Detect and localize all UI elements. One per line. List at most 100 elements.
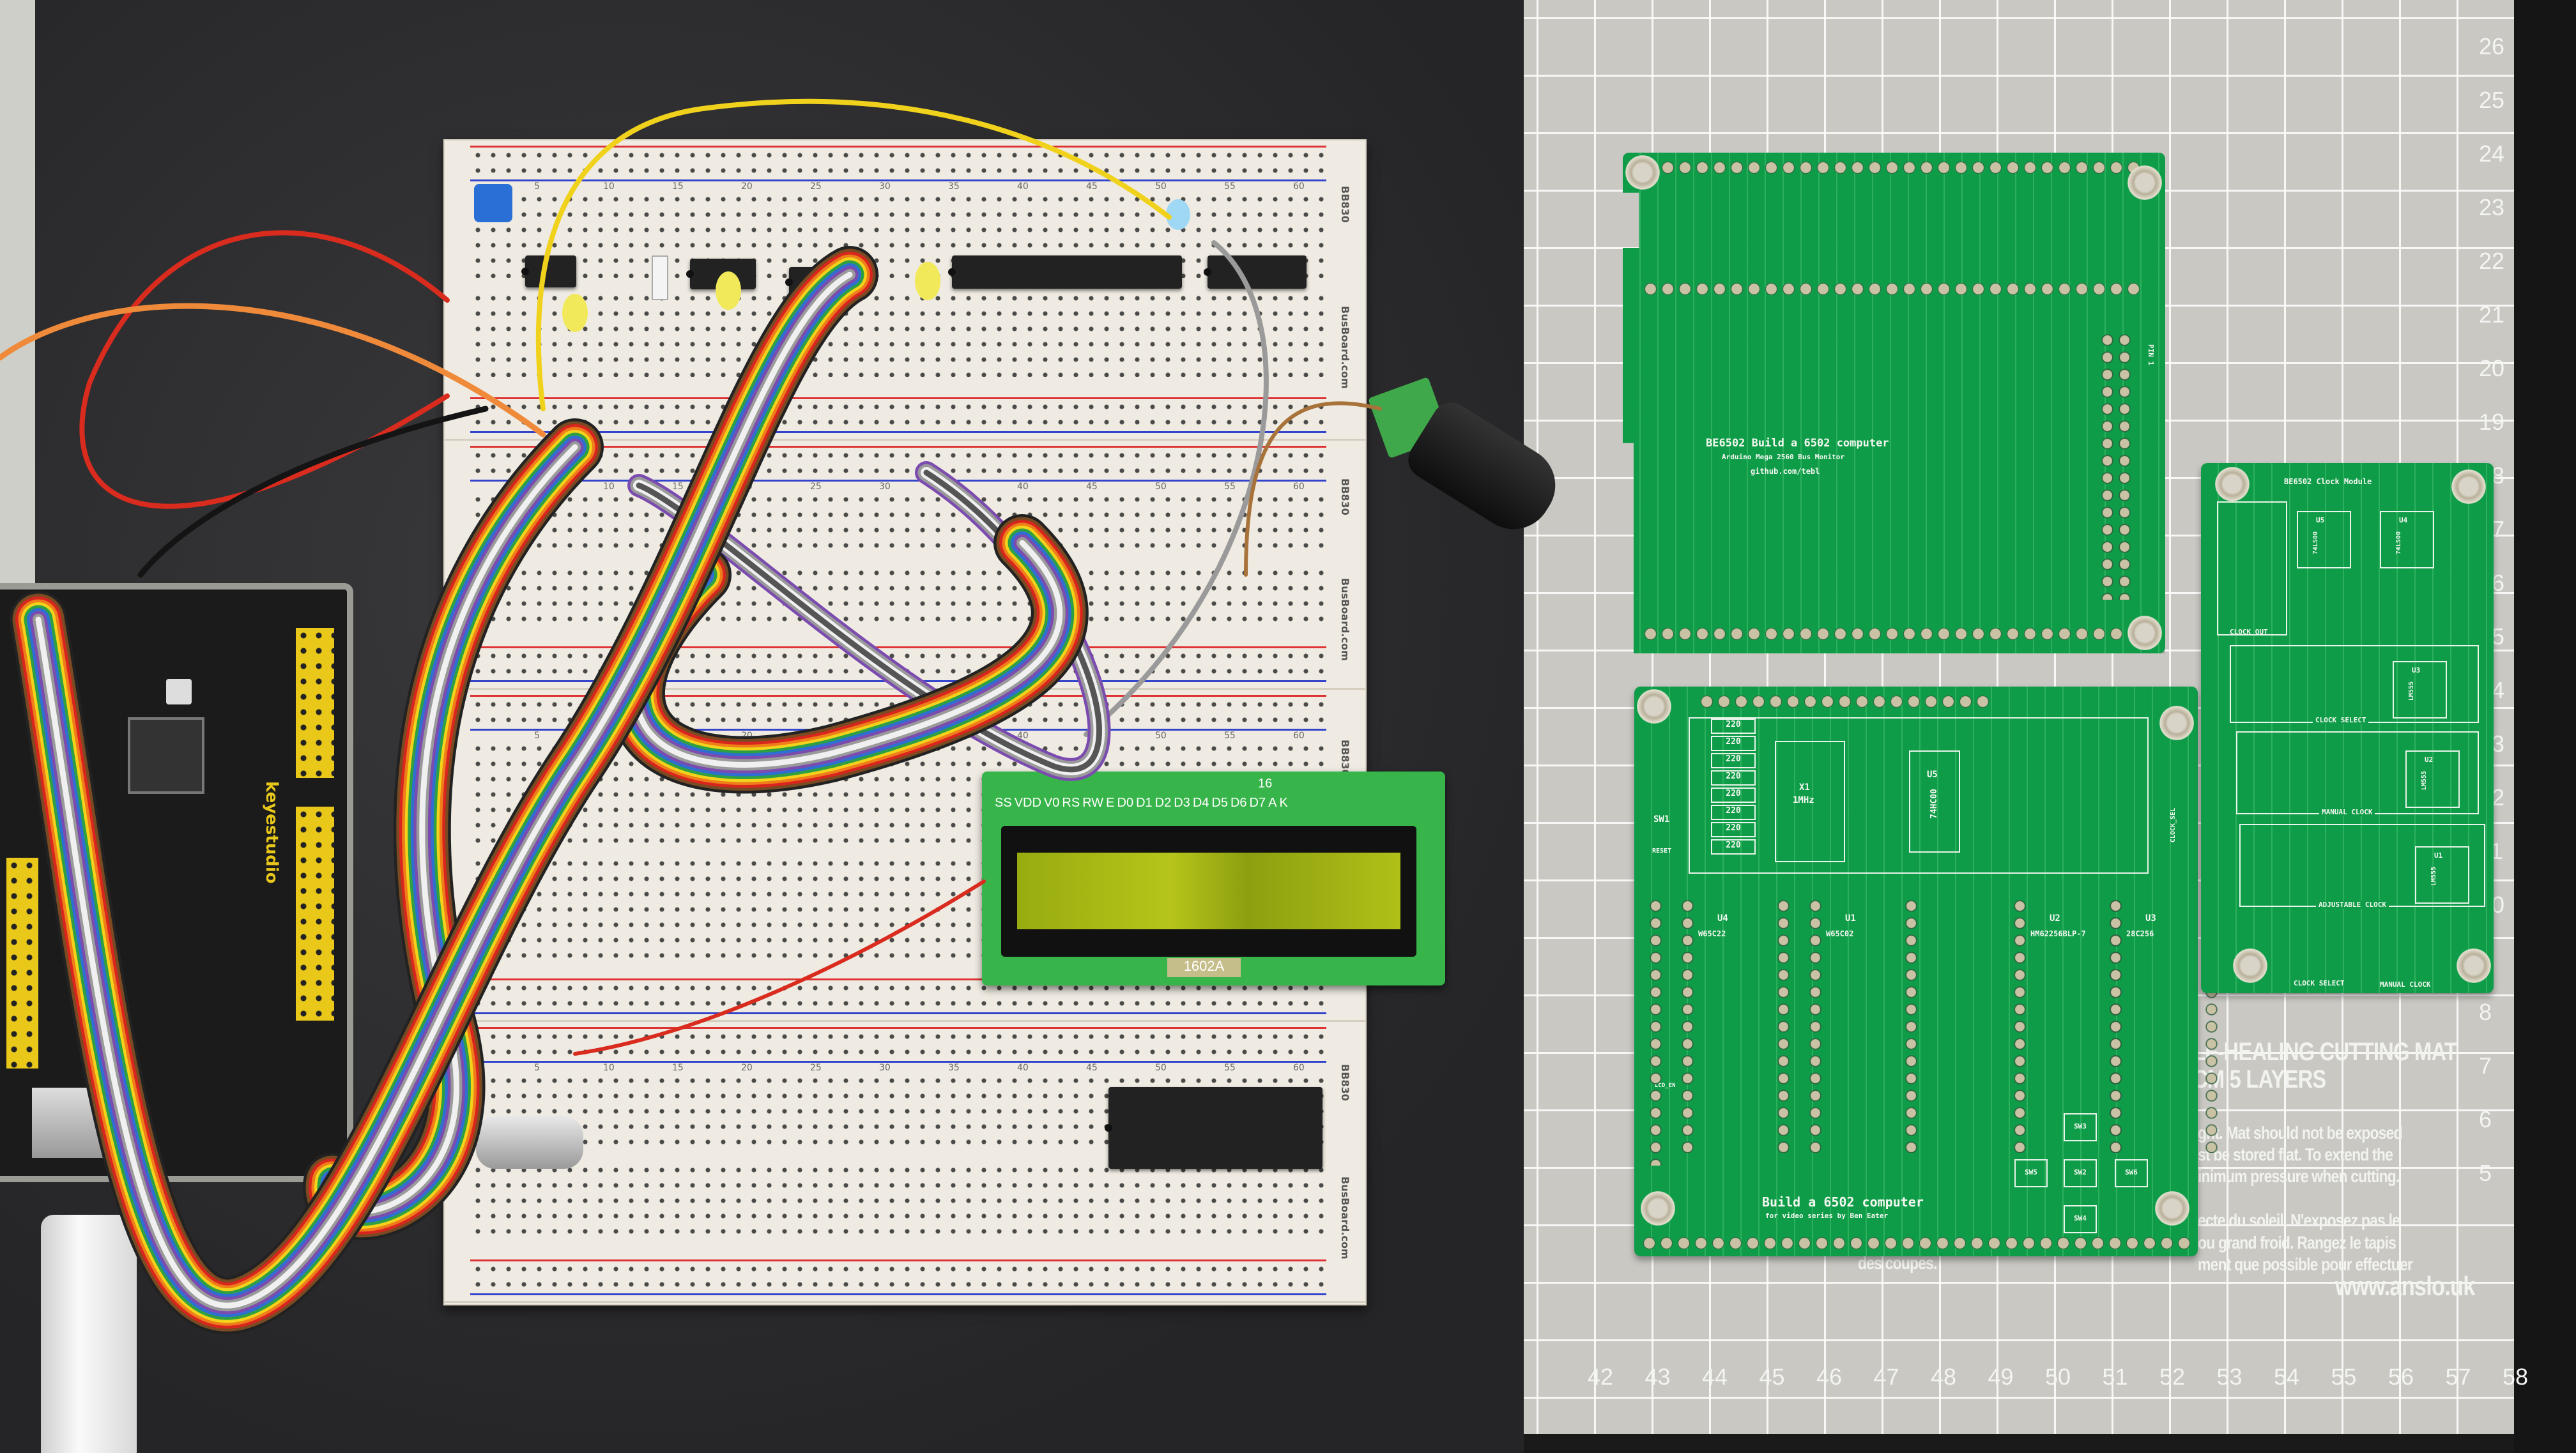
- column-number: 25: [810, 482, 822, 492]
- power-rail: [470, 978, 1326, 1014]
- column-number: 30: [879, 482, 891, 492]
- lcd-pin-label: SS: [995, 796, 1012, 810]
- ruler-number: 20: [2479, 355, 2505, 381]
- push-button[interactable]: [652, 255, 668, 300]
- column-number: 50: [1155, 1063, 1167, 1073]
- column-number: 55: [1224, 731, 1236, 741]
- pin-header: [296, 807, 334, 1021]
- wire-brown: [1244, 401, 1382, 577]
- chip-ref: U3: [2145, 913, 2156, 924]
- lcd-pin-label: V0: [1043, 796, 1060, 810]
- lcd-pin-label: VDD: [1014, 796, 1041, 810]
- column-number: 35: [948, 1063, 960, 1073]
- led-yellow: [562, 294, 588, 332]
- column-number: 60: [1293, 1063, 1305, 1073]
- power-rail: [470, 146, 1326, 181]
- section-clock-select: CLOCK SELECT: [2313, 716, 2369, 724]
- column-number: 10: [603, 1063, 615, 1073]
- switch-footprint: SW6: [2115, 1159, 2148, 1187]
- column-number: 25: [810, 181, 822, 192]
- ic-chip-rom: [1108, 1087, 1322, 1169]
- ruler-number: 25: [2479, 87, 2505, 113]
- column-number: 5: [534, 1063, 540, 1073]
- breadboard-brand: BusBoard.com: [1339, 1176, 1351, 1259]
- ruler-number: 19: [2479, 409, 2505, 435]
- lcd-pin-label: D5: [1211, 796, 1228, 810]
- mount-hole: [2159, 706, 2194, 740]
- ruler-number: 26: [2479, 33, 2505, 59]
- chip-ref: U3: [2412, 666, 2421, 674]
- crystal-oscillator: [476, 1116, 583, 1169]
- column-number: 60: [1293, 482, 1305, 492]
- main-pcb-title: Build a 6502 computer: [1762, 1194, 1924, 1210]
- lcd-pin-label: D4: [1192, 796, 1209, 810]
- wire-red: [573, 879, 986, 1056]
- header-pads-right: [2099, 331, 2133, 600]
- column-number: 5: [534, 731, 540, 741]
- bottom-manual-clock: MANUAL CLOCK: [2380, 980, 2431, 989]
- power-rail: [470, 446, 1326, 482]
- clock-out-box: [2217, 501, 2287, 635]
- ribbon-cable-rainbow: [35, 271, 853, 1309]
- column-number: 35: [948, 181, 960, 192]
- column-number: 20: [741, 1063, 753, 1073]
- ruler-number: 52: [2159, 1364, 2186, 1390]
- chip-ref: U4: [1717, 913, 1728, 924]
- crystal-value: 1MHz: [1793, 795, 1814, 805]
- ruler-number: 8: [2479, 999, 2492, 1025]
- mount-hole: [2128, 616, 2162, 650]
- mount-hole: [2457, 948, 2491, 983]
- u5-outline: [1909, 750, 1960, 853]
- header-pads-row: [1642, 280, 2140, 298]
- lcd-pin-label: D0: [1117, 796, 1134, 810]
- ruler-number: 56: [2388, 1364, 2414, 1390]
- column-number: 60: [1293, 731, 1305, 741]
- ruler-number: 6: [2479, 1106, 2492, 1132]
- wire-yellow: [535, 98, 1172, 411]
- header-pads-bottom: [1642, 625, 2147, 643]
- ic-chip: [525, 255, 576, 287]
- column-number: 50: [1155, 482, 1167, 492]
- wire-orange: [0, 303, 546, 437]
- mount-hole: [2451, 469, 2486, 504]
- reset-button[interactable]: [166, 679, 192, 704]
- led-pads: [1647, 897, 1664, 1166]
- column-number: 15: [672, 181, 684, 192]
- switch-footprint: SW2: [2064, 1159, 2097, 1187]
- column-number: 40: [1017, 482, 1029, 492]
- bus-pads-bottom: [1641, 1235, 2190, 1252]
- column-number: 45: [1086, 482, 1098, 492]
- lcd-pin-label: D2: [1154, 796, 1172, 810]
- column-number: 60: [1293, 181, 1305, 192]
- column-number: 40: [1017, 181, 1029, 192]
- resistor-220: 220: [1711, 736, 1756, 751]
- column-number: 45: [1086, 1063, 1098, 1073]
- mat-heading-1: LF-HEALING CUTTING MAT: [2193, 1038, 2457, 1066]
- breadboard-model: BB830: [1339, 478, 1351, 515]
- chip-value: 28C256: [2126, 929, 2154, 938]
- socket-pads: [1807, 897, 1824, 1153]
- mat-text-fr-end: des coupes.: [1858, 1253, 1938, 1273]
- resistor-220: 220: [1711, 839, 1756, 855]
- terminal-strip: [470, 1162, 1326, 1239]
- lcd-screen: [1017, 853, 1400, 929]
- ruler-number: 57: [2445, 1364, 2471, 1390]
- section-clock-out: CLOCK OUT: [2230, 628, 2268, 636]
- column-number: 30: [879, 1063, 891, 1073]
- breadboard-model: BB830: [1339, 185, 1351, 223]
- chip-ref: U4: [2399, 516, 2408, 524]
- resistor-220: 220: [1711, 822, 1756, 837]
- breadboard-model: BB830: [1339, 1064, 1351, 1101]
- mat-text-fr-3: ment que possible pour effectuer: [2198, 1254, 2413, 1274]
- socket-pads: [2107, 897, 2124, 1153]
- ruler-number: 50: [2045, 1364, 2071, 1390]
- main-pcb-subtitle: for video series by Ben Eater: [1765, 1212, 1889, 1220]
- lcd-pin-label: D6: [1230, 796, 1247, 810]
- column-number: 55: [1224, 181, 1236, 192]
- socket-pads: [1775, 897, 1792, 1153]
